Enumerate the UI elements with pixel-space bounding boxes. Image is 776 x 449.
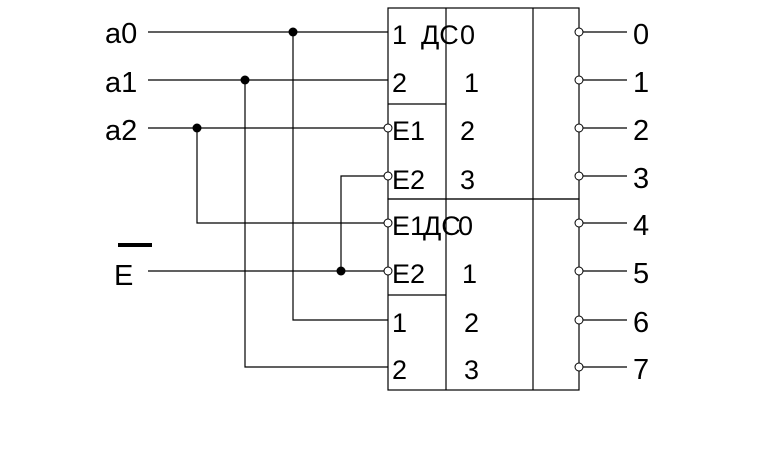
decoder-bottom-symbol: ДС xyxy=(423,211,461,241)
output-lines xyxy=(574,27,627,372)
output-label-0: 0 xyxy=(633,19,649,51)
output-label-2: 2 xyxy=(633,115,649,147)
decoder-bottom-out-2: 2 xyxy=(464,308,479,338)
output-label-1: 1 xyxy=(633,67,649,99)
output-inversion-1 xyxy=(574,75,584,85)
output-label-3: 3 xyxy=(633,163,649,195)
decoder-bottom: E1 ДС E2 1 2 0 1 2 3 xyxy=(387,198,580,391)
input-label-a2: a2 xyxy=(105,115,137,147)
junction-a1 xyxy=(240,75,250,85)
output-label-5: 5 xyxy=(633,258,649,290)
junction-a0 xyxy=(288,27,298,37)
junction-a2 xyxy=(192,123,202,133)
wire-a2-branch xyxy=(196,128,384,224)
inversion-bottom-e2 xyxy=(383,266,393,276)
input-label-a0: a0 xyxy=(105,18,137,50)
decoder-bottom-pin-e2: E2 xyxy=(392,259,425,289)
wire-enable-branch xyxy=(340,175,384,271)
decoder-top-pin-addr-2: 2 xyxy=(392,68,407,98)
decoder-bottom-out-1: 1 xyxy=(462,259,477,289)
output-inversion-0 xyxy=(574,27,584,37)
output-label-7: 7 xyxy=(633,354,649,386)
decoder-top-out-2: 2 xyxy=(460,116,475,146)
junction-enable xyxy=(336,266,346,276)
output-inversion-2 xyxy=(574,123,584,133)
decoder-top-pin-e1: E1 xyxy=(392,116,425,146)
wire-a0-branch xyxy=(292,32,388,321)
output-inversion-6 xyxy=(574,315,584,325)
decoder-top-out-3: 3 xyxy=(460,165,475,195)
output-inversion-5 xyxy=(574,266,584,276)
decoder-top-pin-e2: E2 xyxy=(392,165,425,195)
inversion-bottom-e1 xyxy=(383,218,393,228)
output-inversion-3 xyxy=(574,171,584,181)
decoder-top: 1 ДС 2 E1 E2 0 1 2 3 xyxy=(387,7,580,200)
input-label-enable: E xyxy=(114,260,133,292)
output-label-6: 6 xyxy=(633,307,649,339)
decoder-bottom-pin-addr-2: 2 xyxy=(392,355,407,385)
decoder-top-out-0: 0 xyxy=(460,20,475,50)
input-label-a1: a1 xyxy=(105,67,137,99)
decoder-bottom-pin-addr-1: 1 xyxy=(392,308,407,338)
decoder-top-out-1: 1 xyxy=(464,68,479,98)
decoder-top-pin-addr-1: 1 xyxy=(392,20,407,50)
decoder-bottom-pin-e1: E1 xyxy=(392,211,425,241)
decoder-bottom-out-0: 0 xyxy=(458,211,473,241)
output-inversion-4 xyxy=(574,218,584,228)
decoder-bottom-out-3: 3 xyxy=(464,355,479,385)
decoder-top-symbol: ДС xyxy=(421,20,459,50)
output-label-4: 4 xyxy=(633,210,649,242)
inversion-top-e1 xyxy=(383,123,393,133)
inversion-top-e2 xyxy=(383,171,393,181)
output-inversion-7 xyxy=(574,362,584,372)
wire-a1-branch xyxy=(244,80,388,368)
